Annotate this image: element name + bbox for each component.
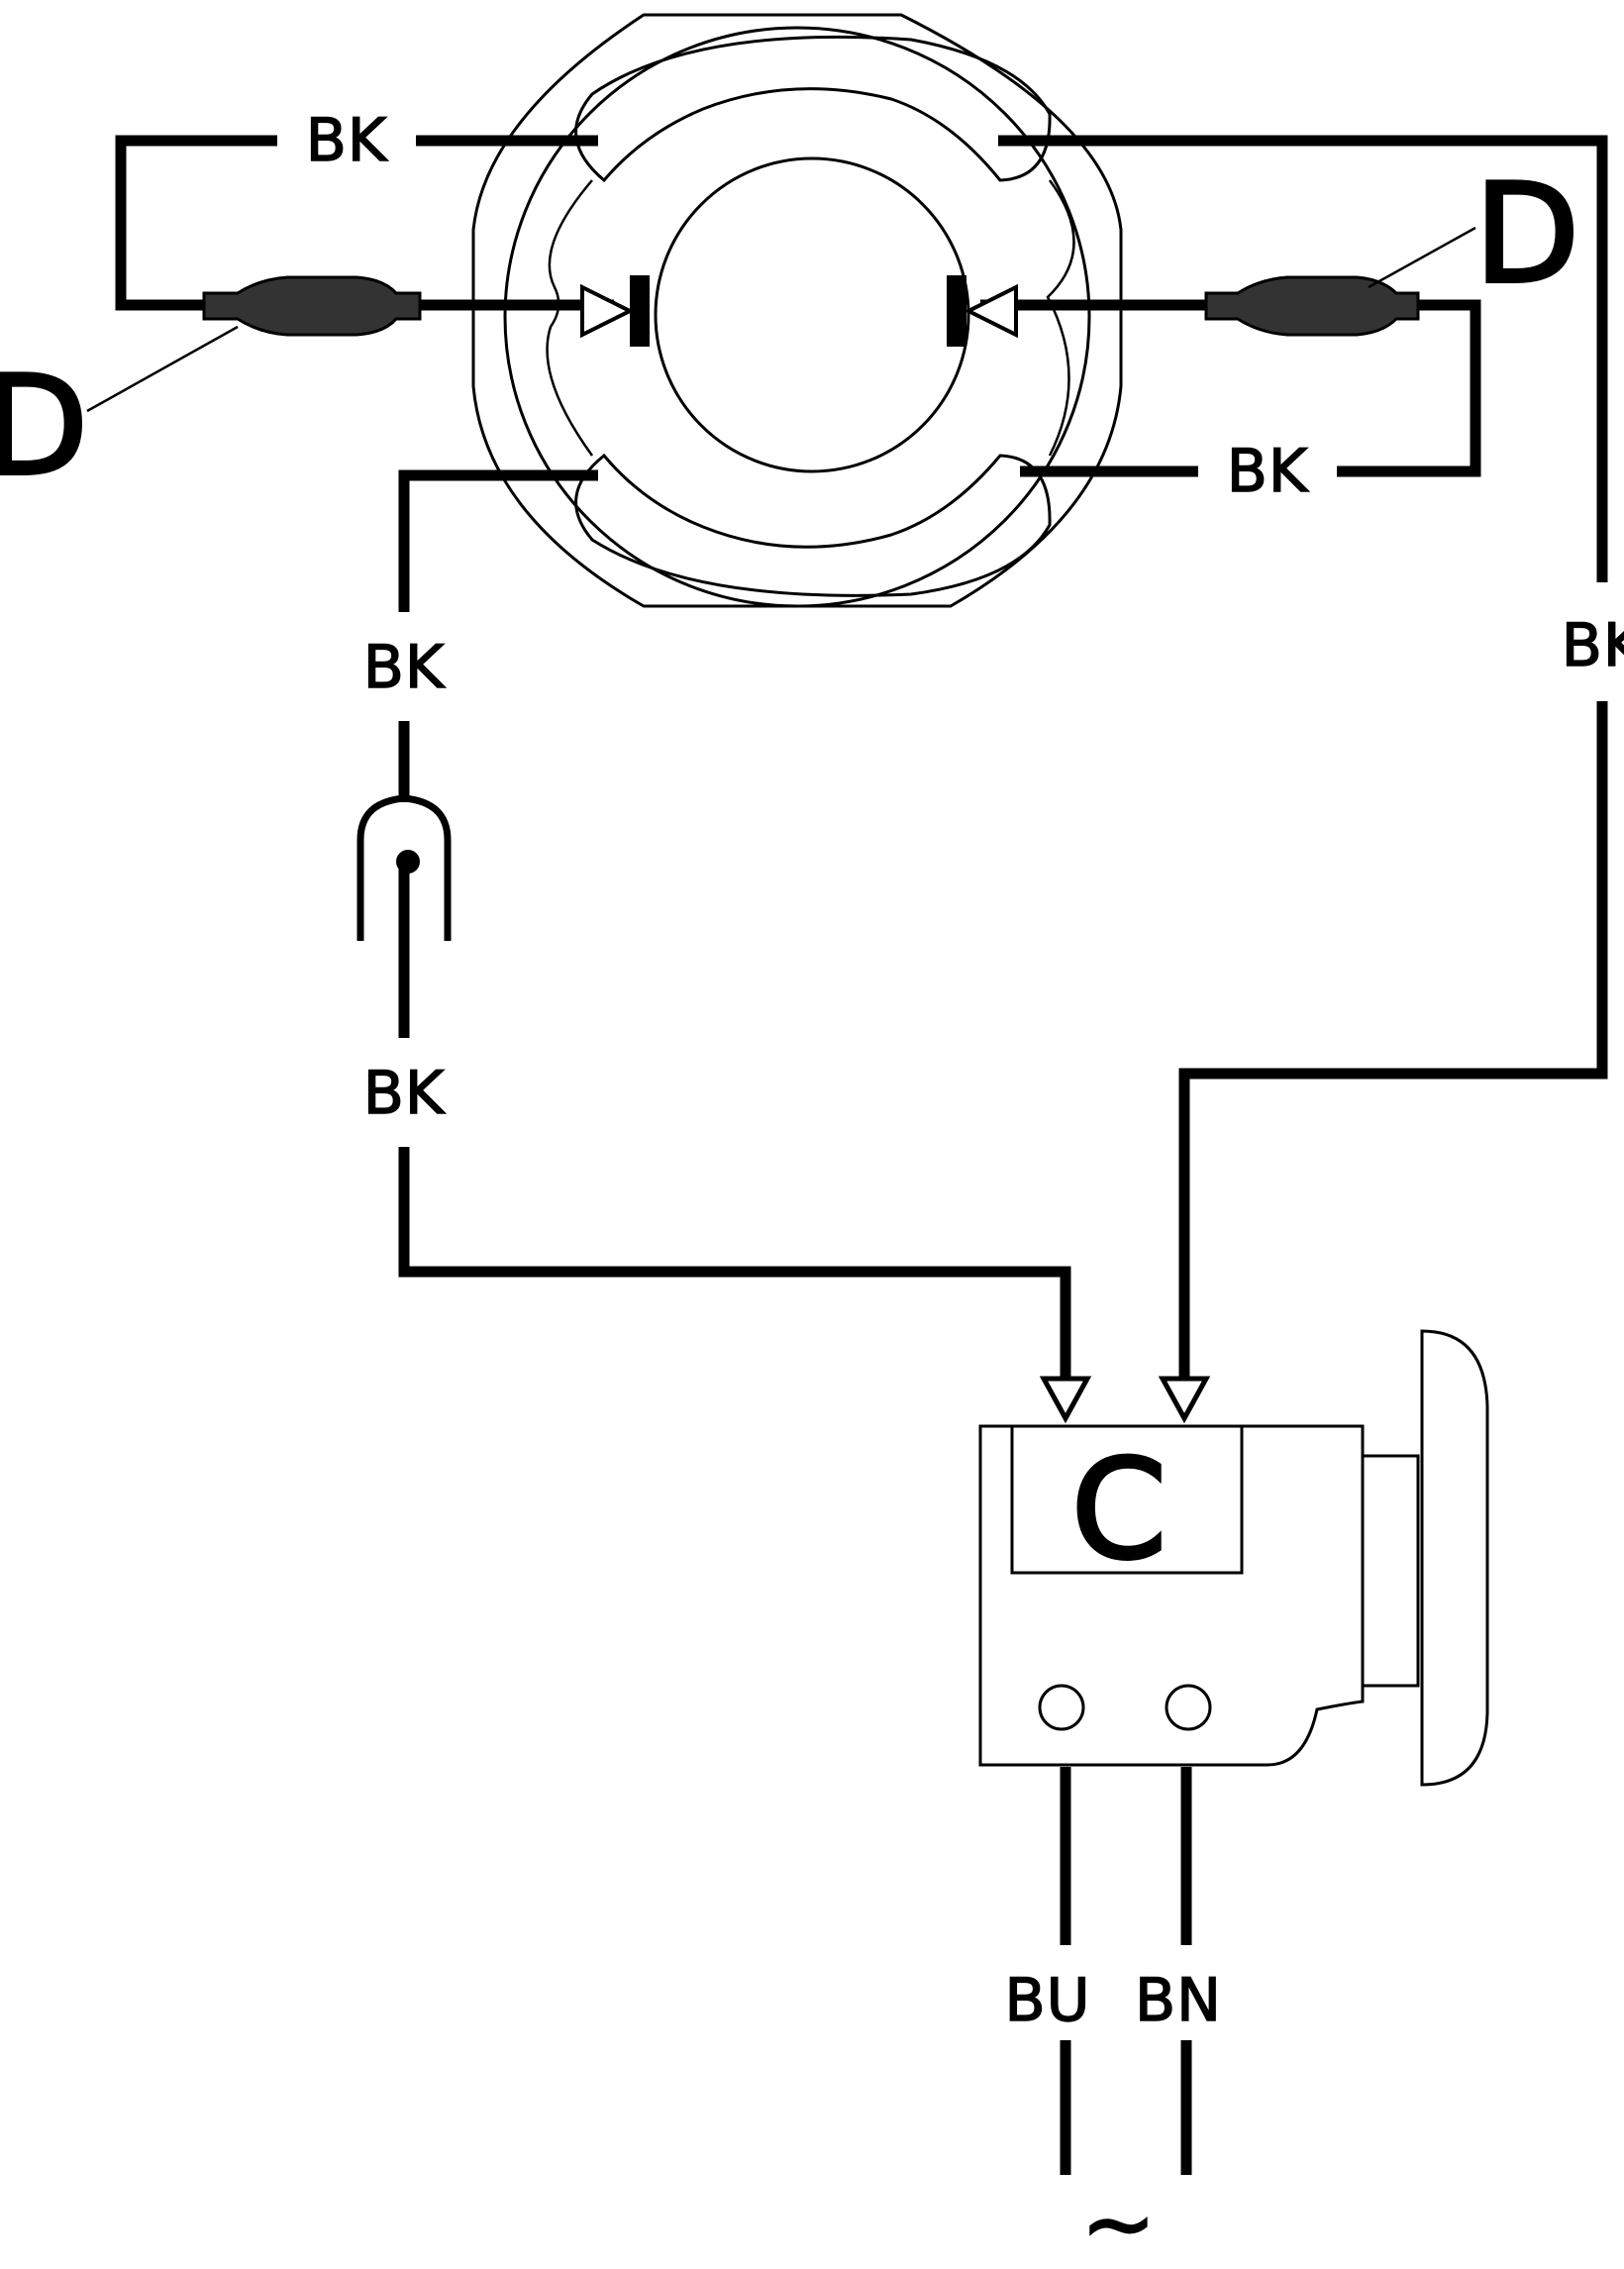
wire-bottom-left	[398, 469, 598, 612]
stator-field-pole-bottom	[574, 453, 1052, 597]
label-bk-left-lower: BK	[363, 1059, 446, 1128]
terminal-hole-right	[1165, 1684, 1212, 1731]
label-bk-top-left: BK	[306, 106, 388, 175]
diode-right-body-icon	[1204, 275, 1420, 337]
wire-left-vertical-lower	[398, 1147, 1071, 1379]
stator-ring-outer	[503, 26, 1091, 608]
connector-housing	[978, 1424, 1365, 1767]
label-supply-brown: BN	[1135, 1966, 1222, 2035]
diode-left-body-icon	[202, 275, 422, 337]
wire-right-loop	[1337, 299, 1481, 477]
switch-button	[1420, 1329, 1489, 1787]
connector-label-window	[1010, 1424, 1244, 1575]
arrow-left-brush-icon	[580, 283, 635, 339]
diode-left-leader	[86, 325, 239, 413]
label-bk-left-upper: BK	[363, 633, 446, 702]
label-supply-blue: BU	[1004, 1966, 1090, 2035]
wire-left-loop	[115, 135, 277, 311]
labels: BK BK BK BK BK D D C BU BN ~	[0, 105, 1624, 2269]
arrow-into-connector-right-icon	[1158, 1376, 1211, 1424]
stator-housing	[471, 13, 1123, 608]
wiring	[115, 135, 1608, 2175]
thermal-cutout-contact	[396, 850, 420, 874]
thermal-cutout	[356, 794, 452, 941]
label-connector: C	[1071, 1430, 1167, 1590]
stator-side-right	[1046, 179, 1075, 457]
arrow-into-connector-left-icon	[1039, 1376, 1092, 1424]
diode-right	[1204, 226, 1476, 337]
label-bk-right-vertical: BK	[1562, 611, 1624, 680]
rotor-armature	[654, 156, 970, 473]
diode-left	[86, 275, 422, 413]
label-diode-right: D	[1474, 155, 1579, 314]
motor-stator	[471, 13, 1123, 608]
connector-block	[978, 1329, 1489, 1787]
label-bk-bottom-right: BK	[1227, 437, 1309, 506]
wire-top-right	[998, 135, 1608, 582]
wire-right-vertical-lower	[1178, 701, 1608, 1379]
arrow-right-brush-icon	[964, 283, 1018, 339]
brush-left	[630, 275, 650, 347]
thermal-cutout-icon	[356, 794, 452, 941]
label-diode-left: D	[0, 347, 88, 506]
brush-right	[947, 275, 966, 347]
label-ac-symbol: ~	[1081, 2172, 1157, 2269]
terminal-hole-left	[1038, 1684, 1085, 1731]
connector-side-lug	[1361, 1454, 1420, 1688]
diode-right-leader	[1368, 226, 1476, 289]
brush-arrows	[580, 283, 1018, 339]
